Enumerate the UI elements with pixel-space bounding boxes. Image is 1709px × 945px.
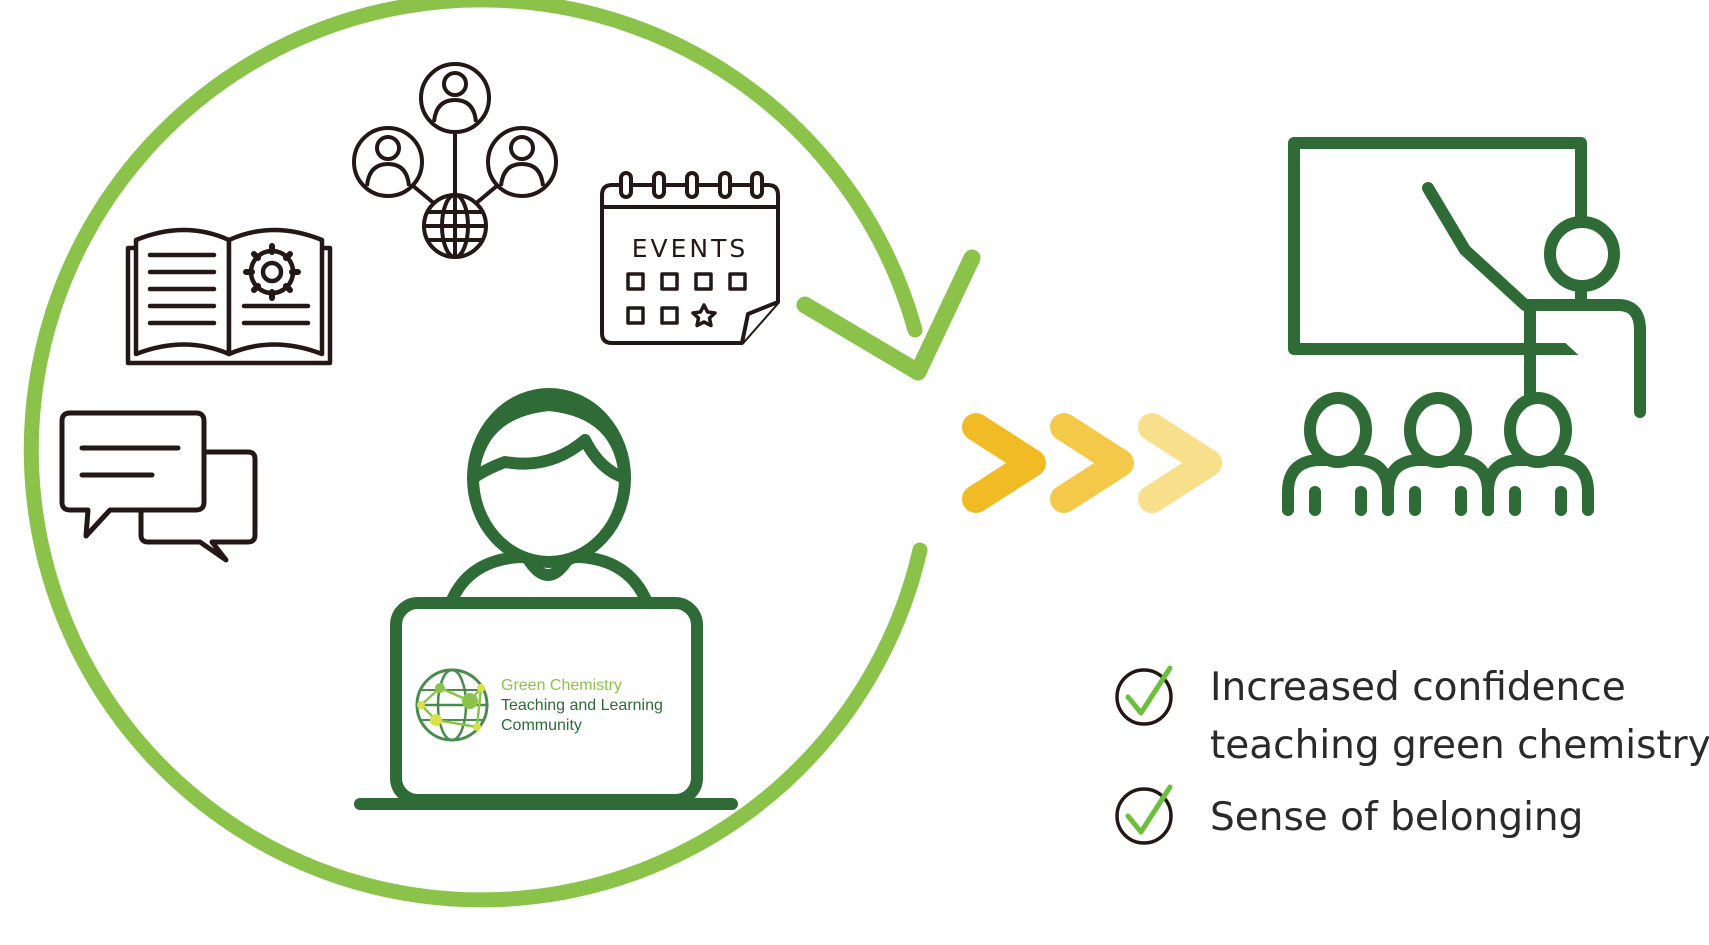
outcomes-list: Increased confidence teaching green chem… [1210, 665, 1709, 840]
events-calendar-icon: EVENTS [600, 171, 780, 345]
teacher-classroom-icon [1282, 137, 1646, 516]
chevron-2-icon [1050, 413, 1134, 513]
chevron-1-icon [962, 413, 1046, 513]
gctlc-logo: Green Chemistry Teaching and Learning Co… [415, 668, 663, 742]
cycle-arrow [23, 0, 981, 908]
logo-line-2: Teaching and Learning [501, 697, 663, 714]
progression-chevrons [962, 413, 1222, 513]
globe-network-logo-icon [415, 668, 489, 742]
outcome-2-line-1: Sense of belonging [1210, 795, 1583, 840]
logo-line-1: Green Chemistry [501, 677, 622, 694]
check-circle-icon [1115, 665, 1173, 726]
chevron-3-icon [1138, 413, 1222, 513]
outcome-1-line-2: teaching green chemistry [1210, 723, 1709, 768]
outcome-1-line-1: Increased confidence [1210, 665, 1626, 710]
chat-bubbles-icon [59, 410, 258, 563]
logo-line-3: Community [501, 717, 582, 734]
open-book-gear-icon [125, 227, 333, 366]
person-at-laptop-icon [354, 388, 738, 810]
events-label: EVENTS [632, 234, 749, 263]
check-circle-icon [1115, 784, 1173, 845]
people-network-globe-icon [352, 62, 558, 259]
